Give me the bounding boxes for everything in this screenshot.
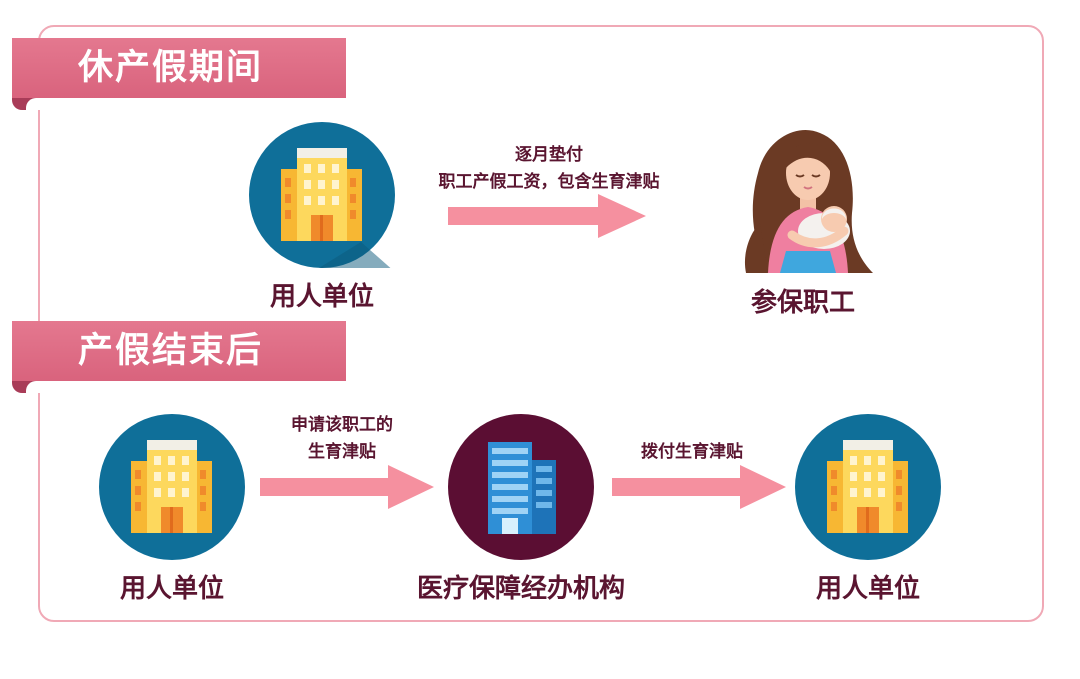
arrow-caption-line1: 申请该职工的 — [291, 415, 393, 435]
arrow-caption-line2: 生育津贴 — [308, 442, 376, 462]
employer-left-label: 用人单位 — [119, 574, 224, 604]
employee-label: 参保职工 — [750, 288, 855, 318]
employer-label: 用人单位 — [269, 282, 374, 312]
arrow-caption: 拨付生育津贴 — [641, 442, 743, 462]
mother-with-baby-icon — [744, 129, 873, 273]
arrow-caption-line2: 职工产假工资，包含生育津贴 — [438, 172, 660, 192]
section-title: 休产假期间 — [78, 48, 264, 88]
agency-label: 医疗保障经办机构 — [416, 574, 625, 604]
right-arrow-icon — [612, 465, 786, 509]
section-banner-after-leave: 产假结束后 — [12, 321, 346, 393]
employer-right-label: 用人单位 — [815, 574, 920, 604]
section-banner-maternity-period: 休产假期间 — [12, 38, 346, 110]
arrow-caption-line1: 逐月垫付 — [515, 145, 583, 165]
right-arrow-icon — [260, 465, 434, 509]
section-title: 产假结束后 — [78, 331, 264, 371]
office-building-icon — [249, 122, 395, 268]
office-building-icon — [99, 414, 245, 560]
office-building-icon — [795, 414, 941, 560]
glass-tower-icon — [448, 414, 594, 560]
right-arrow-icon — [448, 194, 646, 238]
